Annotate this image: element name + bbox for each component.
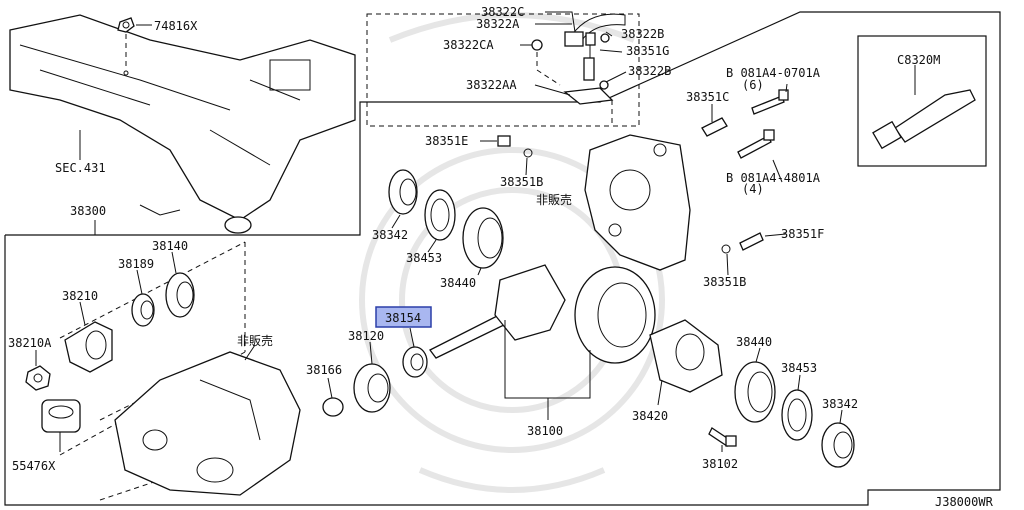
- label-38453-left: 38453: [406, 251, 442, 265]
- bearing-38342-left: [388, 169, 418, 215]
- label-38140: 38140: [152, 239, 188, 253]
- label-38166: 38166: [306, 363, 342, 377]
- label-38120: 38120: [348, 329, 384, 343]
- label-qty-6: (6): [742, 78, 764, 92]
- label-38154[interactable]: 38154: [385, 311, 421, 325]
- label-38189: 38189: [118, 257, 154, 271]
- label-sec431: SEC.431: [55, 161, 106, 175]
- bolt-081A4-0701A: [751, 89, 789, 115]
- bearing-38440-right: [734, 361, 776, 423]
- flange-38210: [64, 321, 113, 373]
- label-38453-right: 38453: [781, 361, 817, 375]
- label-hanbai-bottom: 非販売: [237, 333, 273, 348]
- rear-cover: [584, 134, 691, 271]
- seal-38189: [131, 293, 155, 327]
- label-38351C: 38351C: [686, 90, 729, 104]
- label-qty-4: (4): [742, 182, 764, 196]
- label-38351E: 38351E: [425, 134, 468, 148]
- label-38440-left: 38440: [440, 276, 476, 290]
- diagram-id: J38000WR: [935, 495, 994, 509]
- label-38420: 38420: [632, 409, 668, 423]
- shim-38453-right: [781, 389, 813, 441]
- label-hanbai-top: 非販売: [536, 192, 572, 207]
- part-74816X: [117, 17, 135, 76]
- sealant-tube-C8320M: [872, 89, 976, 150]
- label-38102: 38102: [702, 457, 738, 471]
- bearing-38342-right: [821, 422, 855, 468]
- label-38351G: 38351G: [626, 44, 669, 58]
- label-C8320M: C8320M: [897, 53, 940, 67]
- label-38322B-mid: 38322B: [628, 64, 671, 78]
- label-38440-right: 38440: [736, 335, 772, 349]
- breather-assembly: [531, 13, 626, 126]
- label-38322A: 38322A: [476, 17, 520, 31]
- label-38322AA: 38322AA: [466, 78, 517, 92]
- label-38322B-top: 38322B: [621, 27, 664, 41]
- plug-38351F: [721, 232, 764, 254]
- ring-gear: [574, 266, 656, 364]
- label-38322CA: 38322CA: [443, 38, 494, 52]
- label-55476X: 55476X: [12, 459, 56, 473]
- label-38351F: 38351F: [781, 227, 824, 241]
- highlight-38154[interactable]: [375, 306, 432, 328]
- labels: 74816X SEC.431 38300 38322C 38322A 38322…: [8, 5, 994, 509]
- leader-lines: [35, 11, 916, 452]
- nut-38210A: [25, 365, 51, 391]
- pin-38351C: [701, 117, 728, 137]
- label-38342-left: 38342: [372, 228, 408, 242]
- bearing-38140: [165, 272, 195, 318]
- bushing-55476X: [41, 399, 81, 433]
- diff-case-38420: [649, 319, 723, 393]
- label-38351B-left: 38351B: [500, 175, 543, 189]
- plug-38351E: [497, 135, 533, 158]
- label-74816X: 74816X: [154, 19, 198, 33]
- bearing-38440-left: [462, 207, 504, 269]
- label-38210: 38210: [62, 289, 98, 303]
- label-38210A: 38210A: [8, 336, 52, 350]
- label-38100: 38100: [527, 424, 563, 438]
- label-38351B-right: 38351B: [703, 275, 746, 289]
- pinion-shaft-38100: [429, 264, 566, 359]
- diff-carrier: [114, 351, 301, 496]
- bolt-081A4-4801A: [737, 129, 775, 159]
- label-38342-right: 38342: [822, 397, 858, 411]
- shim-38453-left: [424, 189, 456, 241]
- label-081A4-0701A: B 081A4-0701A: [726, 66, 821, 80]
- crossmember-sec431: [9, 14, 356, 234]
- bolt-38102: [708, 427, 737, 447]
- label-38322C: 38322C: [481, 5, 524, 19]
- label-38300: 38300: [70, 204, 106, 218]
- label-081A4-4801A: B 081A4-4801A: [726, 171, 821, 185]
